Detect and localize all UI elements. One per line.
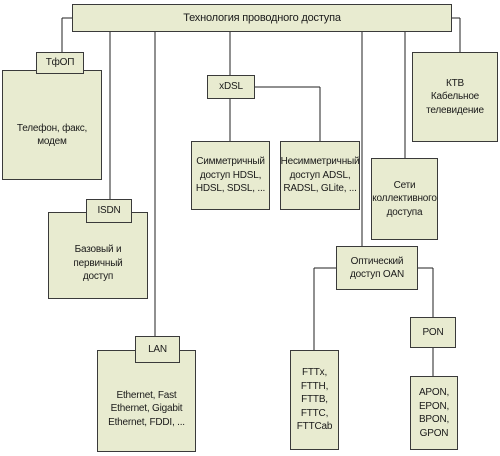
tfop-node: Телефон, факс, модем	[2, 70, 102, 180]
lan-node: Ethernet, Fast Ethernet, Gigabit Etherne…	[97, 350, 196, 452]
optical-node: Оптический доступ OAN	[336, 246, 418, 290]
pon-node: APON, EPON, BPON, GPON	[410, 376, 458, 450]
isdn-node: Базовый и первичный доступ	[48, 212, 148, 299]
xdsl-node: xDSL	[207, 75, 255, 99]
symmetric-node: Симметричный доступ HDSL, HDSL, SDSL, ..…	[191, 141, 270, 210]
collective-node: Сети коллективного доступа	[371, 158, 438, 240]
lan-label: LAN	[135, 336, 180, 363]
root-node: Технология проводного доступа	[72, 4, 452, 32]
fttx-node: FTTx, FTTH, FTTB, FTTC, FTTCab	[290, 350, 339, 450]
ktv-node: КТВ Кабельное телевидение	[412, 52, 498, 142]
asymmetric-node: Несимметричный доступ ADSL, RADSL, GLite…	[280, 141, 360, 210]
tfop-label: ТфОП	[36, 52, 84, 74]
isdn-label: ISDN	[86, 199, 132, 223]
pon-label: PON	[410, 317, 456, 348]
